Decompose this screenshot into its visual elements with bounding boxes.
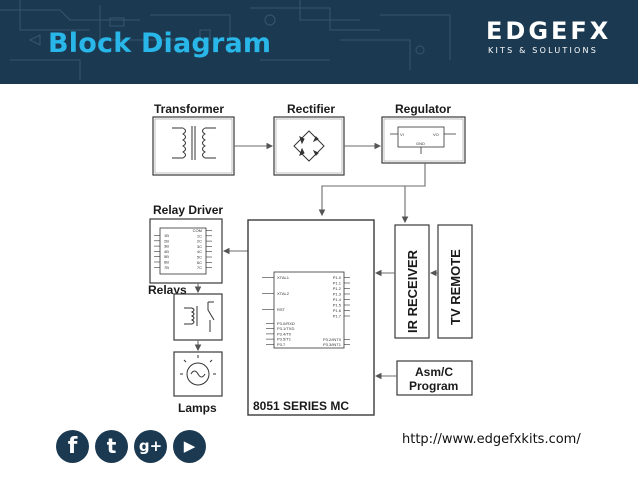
social-links: f t g+ ▶ [56, 430, 226, 466]
logo-tagline: KITS & SOLUTIONS [488, 46, 598, 55]
bridge-rectifier-icon [293, 130, 325, 162]
lamp-icon [180, 355, 216, 386]
pin-label: P3.7 [277, 342, 286, 347]
pin-label: 6C [197, 260, 202, 265]
regulator-pin-vi: VI [400, 132, 404, 137]
regulator-block: VI VO GND [381, 116, 466, 164]
pin-label: P1.3 [333, 292, 342, 297]
relay-connectors [194, 247, 248, 352]
transformer-label: Transformer [154, 102, 224, 116]
mcu-right-pins: P1.0P1.1P1.2P1.3P1.4P1.5P1.6P1.7P3.2/INT… [323, 275, 350, 347]
relay-driver-label: Relay Driver [153, 203, 223, 217]
pin-label: P1.1 [333, 281, 342, 286]
pin-label: P3.0/RXD [277, 321, 295, 326]
google-plus-glyph: g+ [138, 437, 163, 455]
lamps-block [173, 351, 223, 397]
program-label-line1: Asm/C [415, 365, 453, 379]
relays-block [173, 293, 223, 341]
twitter-icon[interactable]: t [95, 430, 128, 463]
pin-label: 6B [164, 260, 169, 265]
pin-label: P1.7 [333, 314, 342, 319]
google-plus-icon[interactable]: g+ [134, 430, 167, 463]
pin-label: RST [277, 307, 286, 312]
pin-label: P1.2 [333, 286, 342, 291]
relay-coil-icon [184, 301, 215, 332]
page-title: Block Diagram [48, 28, 272, 59]
signal-connectors [374, 269, 438, 380]
program-block: Asm/C Program [396, 360, 473, 396]
mcu-chip [273, 271, 345, 349]
rectifier-label: Rectifier [287, 102, 335, 116]
website-link[interactable]: http://www.edgefxkits.com/ [402, 432, 581, 447]
logo-wordmark: EDGEFX [486, 17, 612, 45]
pin-label: 1B [164, 233, 169, 238]
pin-label: P1.4 [333, 297, 342, 302]
ir-receiver-block: IR RECEIVER [394, 224, 430, 339]
transformer-coil-icon [172, 126, 216, 160]
pin-label: COM [193, 228, 202, 233]
pin-label: P1.6 [333, 308, 342, 313]
pin-label: XTAL1 [277, 275, 290, 280]
pin-label: 2B [164, 238, 169, 243]
uln-chip [159, 227, 207, 275]
pin-label: 4C [197, 249, 202, 254]
pin-label: P3.1/TXD [277, 326, 294, 331]
pin-label: P3.5/T1 [277, 337, 292, 342]
regulator-pin-gnd: GND [416, 141, 425, 146]
twitter-glyph: t [106, 434, 117, 458]
youtube-icon[interactable]: ▶ [173, 430, 206, 463]
pin-label: 5C [197, 255, 202, 260]
pin-label: 3B [164, 244, 169, 249]
pin-label: 7B [164, 265, 169, 270]
pin-label: P3.3/INT1 [323, 342, 342, 347]
pin-label: 3C [197, 244, 202, 249]
tv-remote-label: TV REMOTE [448, 249, 463, 325]
pin-label: 5B [164, 254, 169, 259]
ir-receiver-label: IR RECEIVER [405, 249, 420, 333]
regulator-label: Regulator [395, 102, 451, 116]
pin-label: P1.5 [333, 303, 342, 308]
edgefx-logo: EDGEFX KITS & SOLUTIONS [486, 18, 611, 62]
pin-label: P1.0 [333, 275, 342, 280]
pin-label: 4B [164, 249, 169, 254]
regulator-pin-vo: VO [433, 132, 439, 137]
facebook-glyph: f [67, 434, 78, 459]
pin-label: 2C [197, 239, 202, 244]
diagram-canvas: Transformer Rectifier Regulator [148, 102, 473, 416]
mcu-label: 8051 SERIES MC [253, 399, 349, 413]
lamps-label: Lamps [178, 401, 217, 415]
pin-label: XTAL2 [277, 291, 290, 296]
block-diagram: Transformer Rectifier Regulator [0, 84, 638, 424]
rectifier-block [273, 116, 345, 176]
program-label-line2: Program [409, 379, 458, 393]
pin-label: P3.4/T0 [277, 331, 292, 336]
pin-label: 1C [197, 233, 202, 238]
facebook-icon[interactable]: f [56, 430, 89, 463]
youtube-glyph: ▶ [183, 437, 196, 455]
header-banner: Block Diagram EDGEFX KITS & SOLUTIONS [0, 0, 638, 84]
pin-label: P3.2/INT0 [323, 337, 342, 342]
power-connectors [234, 142, 426, 224]
circuit-background-pattern [0, 0, 451, 80]
pin-label: 7C [197, 265, 202, 270]
tv-remote-block: TV REMOTE [437, 224, 473, 339]
transformer-block [152, 116, 235, 176]
